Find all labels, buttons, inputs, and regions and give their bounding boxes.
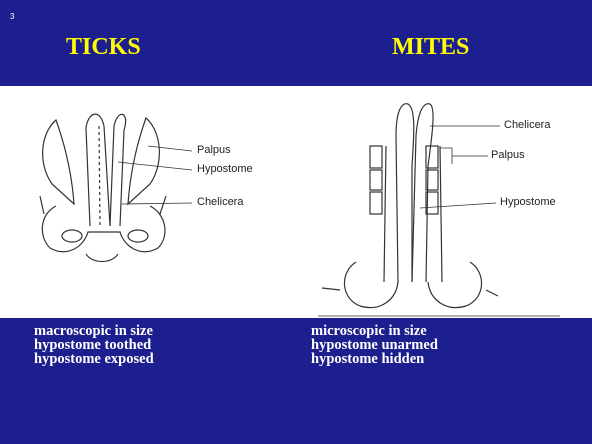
ticks-traits-list: macroscopic in size hypostome toothed hy… <box>34 324 154 366</box>
mite-label-palpus: Palpus <box>491 149 525 161</box>
tick-label-palpus: Palpus <box>197 144 231 156</box>
mites-trait-teeth: hypostome unarmed <box>311 338 438 352</box>
ticks-trait-teeth: hypostome toothed <box>34 338 154 352</box>
mites-trait-size: microscopic in size <box>311 324 438 338</box>
tick-label-chelicera: Chelicera <box>197 196 243 208</box>
mite-label-hypostome: Hypostome <box>500 196 556 208</box>
ticks-trait-size: macroscopic in size <box>34 324 154 338</box>
mites-trait-exposure: hypostome hidden <box>311 352 438 366</box>
mites-traits-list: microscopic in size hypostome unarmed hy… <box>311 324 438 366</box>
mite-mouthparts-drawing <box>322 104 498 308</box>
mites-heading: MITES <box>392 34 469 61</box>
slide-number: 3 <box>10 12 14 21</box>
mouthparts-figure: Palpus Hypostome Chelicera Chelicera Pal… <box>0 86 592 318</box>
tick-mouthparts-drawing <box>40 114 166 261</box>
mite-label-chelicera: Chelicera <box>504 119 550 131</box>
ticks-heading: TICKS <box>66 34 141 61</box>
ticks-trait-exposure: hypostome exposed <box>34 352 154 366</box>
tick-label-hypostome: Hypostome <box>197 163 253 175</box>
